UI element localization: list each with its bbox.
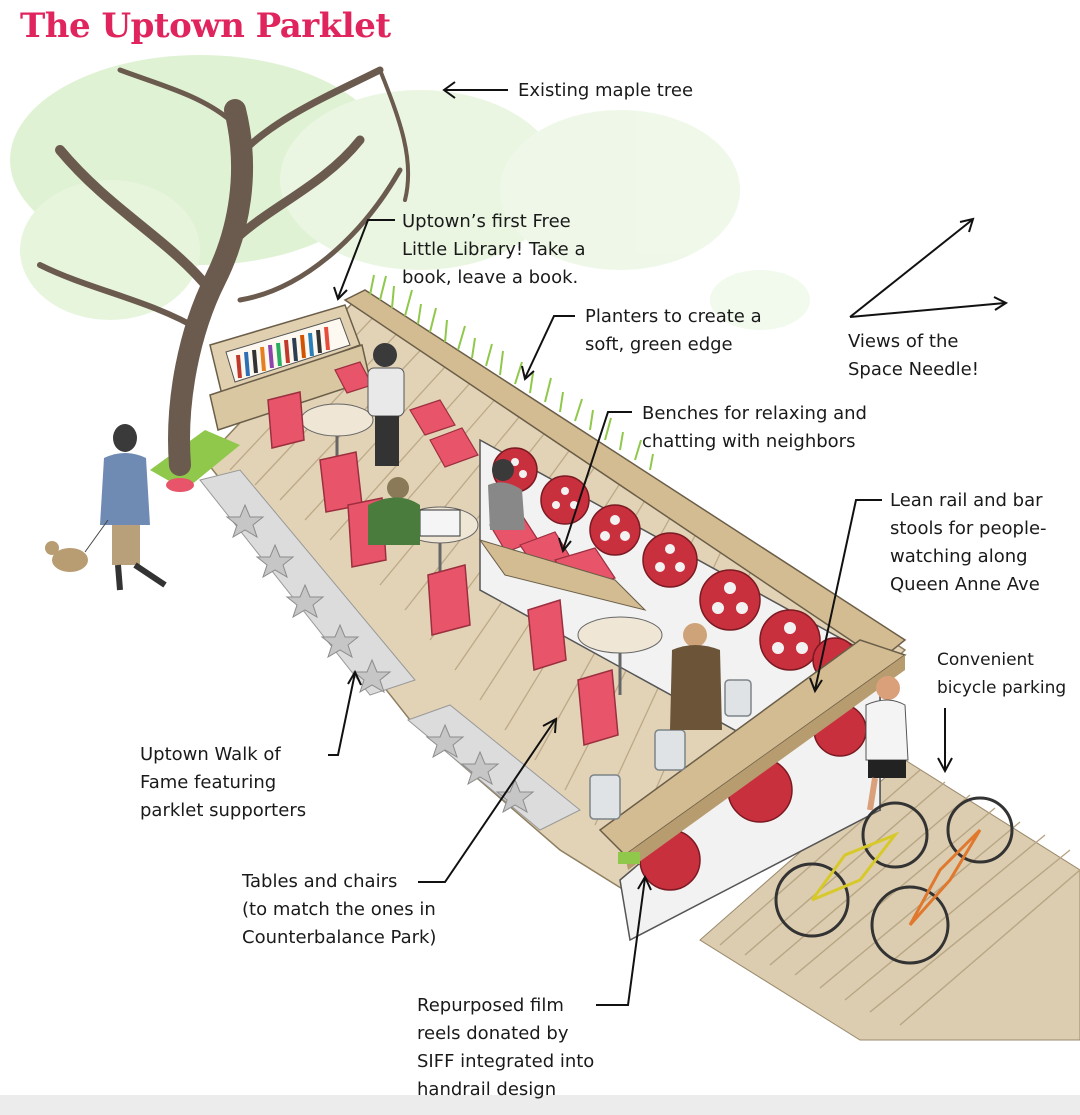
metal-stools [589,679,752,820]
free-little-library [209,304,371,431]
red-chairs [267,391,619,746]
people [45,343,909,811]
page-title: The Uptown Parklet [20,6,391,46]
tree-foliage [10,55,810,330]
bicycles [774,796,1014,965]
grass-patch [150,430,240,490]
lean-rail [598,639,907,942]
bench-base [478,539,647,611]
cafe-tables [300,403,663,695]
label-tree: Existing maple tree [518,80,694,101]
bottom-fade [0,1095,1080,1115]
bike-deck-planks [719,769,1080,1026]
maple-tree-trunk [37,66,411,476]
